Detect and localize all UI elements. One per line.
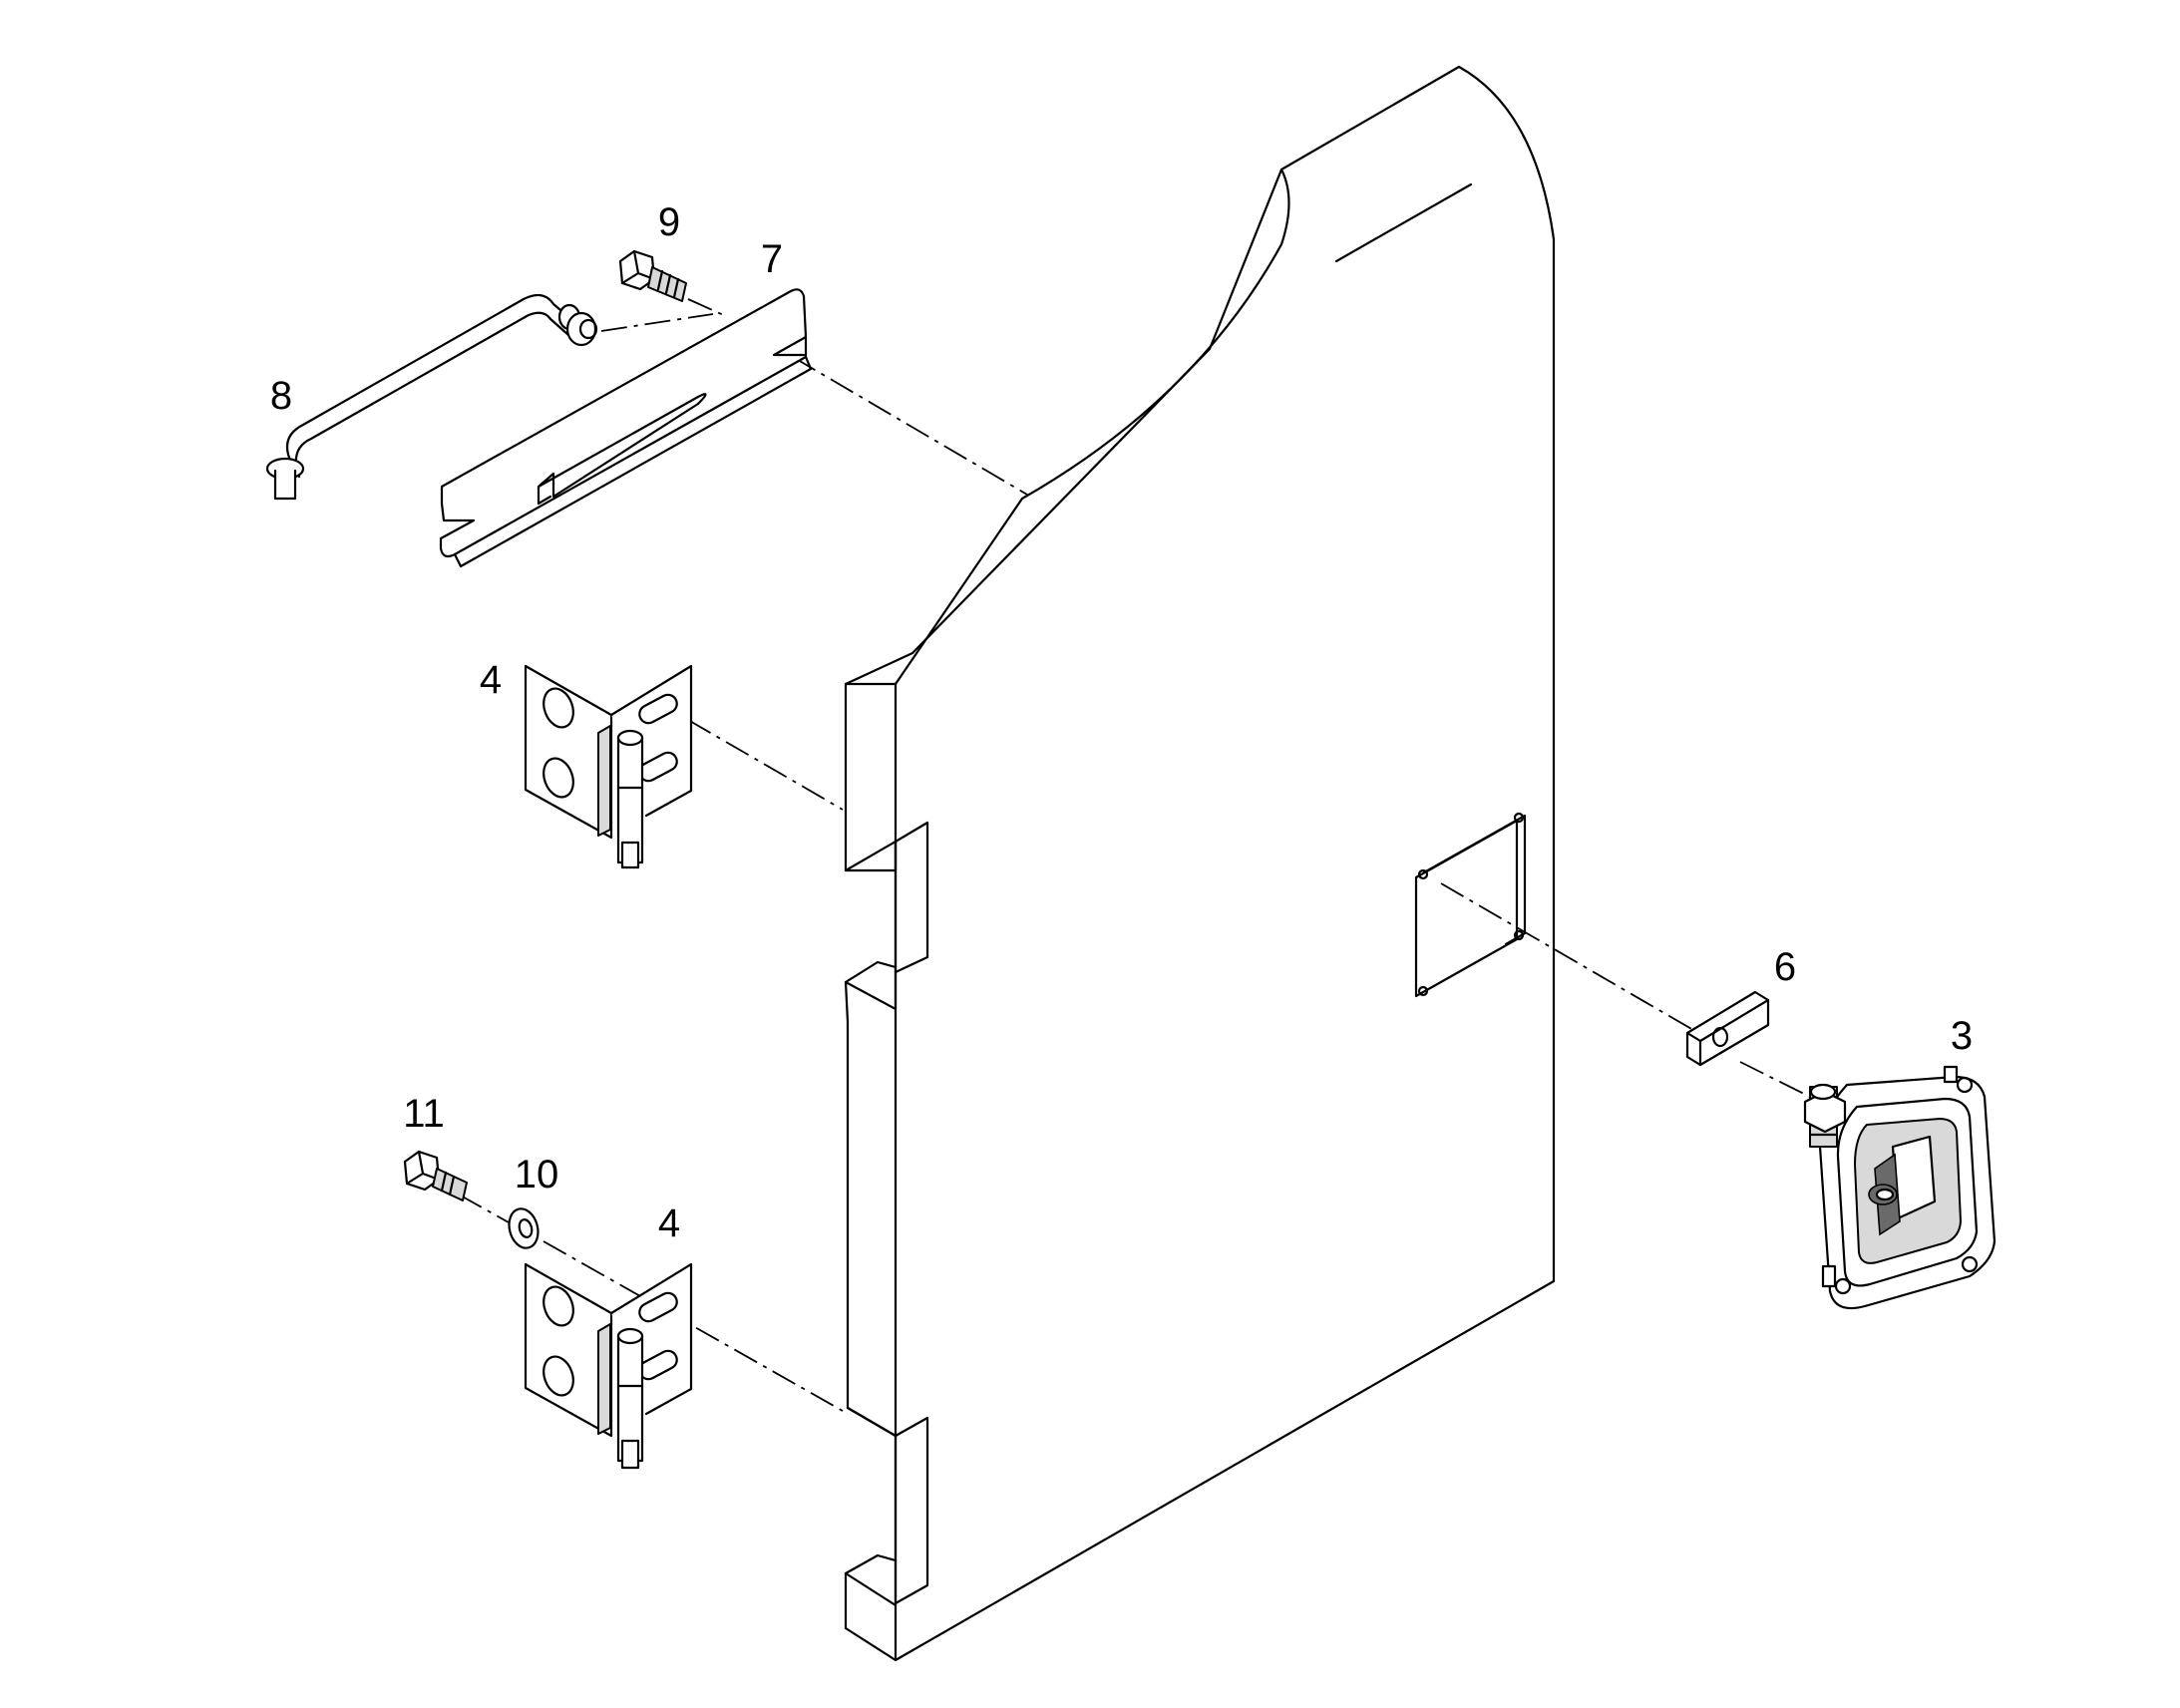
bolt-11	[403, 1150, 468, 1201]
stay-rod	[265, 293, 598, 501]
center-lines	[458, 298, 1811, 1412]
latch-3	[1803, 1065, 1997, 1310]
label-part-9: 9	[658, 200, 680, 244]
label-part-3: 3	[1951, 1014, 1973, 1058]
hinge-lower	[524, 1262, 693, 1470]
label-part-7: 7	[761, 237, 783, 281]
spacer-6	[1685, 990, 1770, 1067]
label-part-8: 8	[270, 374, 292, 418]
door-top-groove	[1334, 182, 1473, 263]
label-part-6: 6	[1774, 945, 1796, 989]
part-labels: 9 7 8 4 6 3 11 10 4	[270, 200, 1973, 1245]
label-part-4-upper: 4	[480, 658, 502, 702]
hinge-upper	[524, 664, 693, 869]
door-top-curve	[894, 168, 1290, 686]
washer-10	[508, 1207, 540, 1249]
label-part-11: 11	[403, 1092, 445, 1136]
stay-bar	[439, 288, 813, 568]
label-part-10: 10	[515, 1153, 559, 1196]
label-part-4-lower: 4	[658, 1201, 680, 1245]
door-panel	[844, 65, 1556, 1662]
latch-mounting-plate	[1414, 812, 1527, 998]
bolt-9	[618, 249, 687, 302]
door-outline	[844, 65, 1556, 1662]
